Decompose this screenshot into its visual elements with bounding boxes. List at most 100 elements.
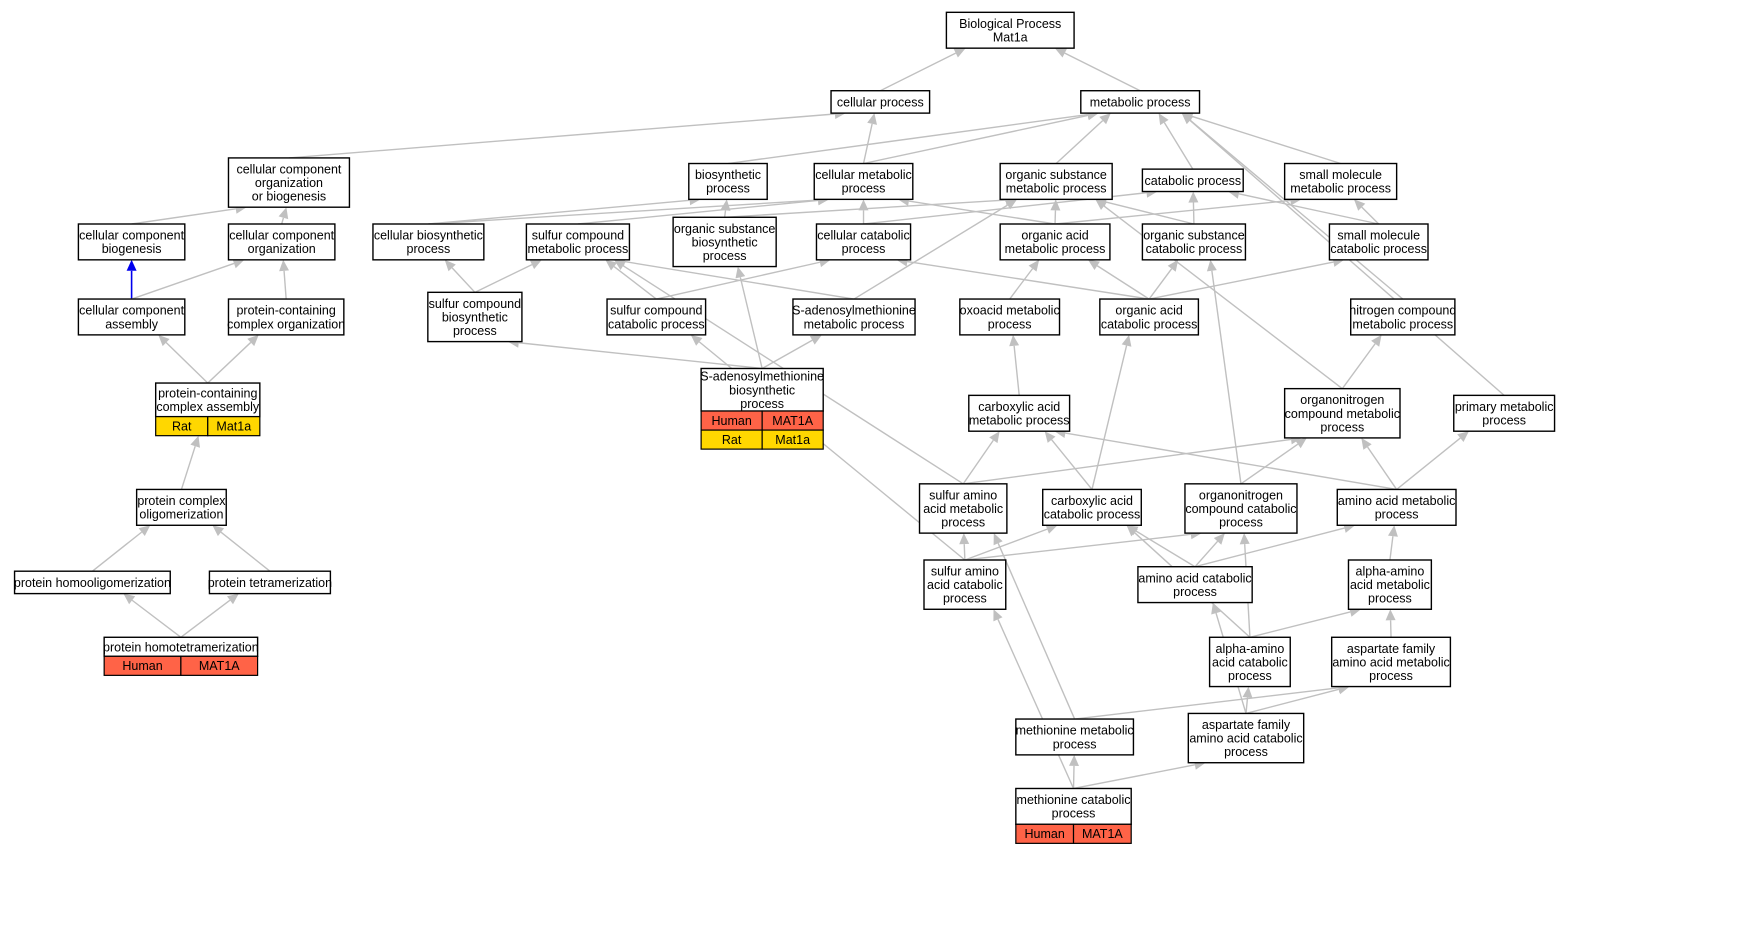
gene-cell: [180, 655, 259, 676]
edge-arrowhead: [1069, 754, 1079, 766]
go-term-ptet[interactable]: protein tetramerization: [208, 570, 332, 595]
term-label: process: [1052, 807, 1096, 821]
edge-arrowhead: [1005, 199, 1017, 210]
edge-cmp-to-mp: [863, 114, 1088, 165]
term-label: nitrogen compound: [1349, 304, 1456, 318]
term-label: amino acid metabolic: [1338, 494, 1455, 508]
term-label: process: [1375, 508, 1419, 522]
term-label: organic substance: [1005, 168, 1107, 182]
term-label: methionine metabolic: [1016, 724, 1134, 738]
edge-arrowhead: [227, 593, 239, 605]
term-box: [606, 298, 707, 336]
edge-alphaamp-to-aamp: [1389, 536, 1394, 561]
edge-arrowhead: [993, 609, 1003, 622]
edge-arrowhead: [1009, 334, 1020, 347]
go-term-mp[interactable]: metabolic process: [1080, 90, 1201, 114]
edge-arrowhead: [247, 334, 259, 347]
species-label: Human: [122, 659, 162, 673]
edge-metcp-to-saacp: [997, 619, 1075, 789]
edge-pcca-to-pcco: [207, 341, 252, 384]
term-box: [1208, 636, 1291, 688]
edge-arrowhead: [529, 259, 542, 270]
term-label: biosynthetic: [695, 168, 761, 182]
term-label: cellular component: [79, 304, 184, 318]
edge-cco-to-ccob: [281, 217, 285, 225]
edge-phtet-to-ptet: [180, 599, 231, 638]
term-label: compound catabolic: [1185, 502, 1296, 516]
edge-arrowhead: [232, 258, 245, 269]
edge-arrowhead: [690, 334, 703, 346]
species-label: Rat: [172, 419, 192, 433]
go-term-catab[interactable]: catabolic process: [1141, 168, 1244, 193]
edge-arrowhead: [1206, 259, 1217, 272]
term-label: biosynthetic: [729, 383, 795, 397]
term-box: [13, 570, 171, 595]
edge-saacp-to-cacp: [964, 528, 1048, 561]
term-label: complex organization: [227, 317, 345, 331]
species-label: Rat: [722, 433, 742, 447]
edge-onccp-to-oncmp: [1240, 443, 1299, 485]
go-term-cp[interactable]: cellular process: [830, 90, 931, 114]
term-label: process: [740, 397, 784, 411]
edge-scmp-to-cmp: [577, 199, 819, 225]
edge-cacp-to-oacp: [1091, 345, 1128, 490]
edge-cp-to-bp: [880, 52, 957, 92]
term-label: process: [407, 242, 451, 256]
edge-oscp-to-osmp: [1105, 201, 1195, 225]
go-term-samb[interactable]: S-adenosylmethioninebiosyntheticprocessH…: [700, 367, 824, 450]
term-label: catabolic process: [1146, 242, 1243, 256]
term-label: metabolic process: [528, 242, 629, 256]
term-label: aspartate family: [1202, 718, 1291, 732]
term-box: [227, 298, 345, 336]
term-box: [672, 216, 777, 268]
edge-metmp-to-saamp: [997, 542, 1076, 720]
edge-arrowhead: [1050, 199, 1061, 211]
term-label: alpha-amino: [1216, 642, 1285, 656]
term-label: amino acid catabolic: [1138, 571, 1251, 585]
edge-afacp-to-alphaacp: [1245, 697, 1249, 714]
edge-arrowhead: [1188, 191, 1199, 203]
go-term-pho[interactable]: protein homooligomerization: [13, 570, 171, 595]
